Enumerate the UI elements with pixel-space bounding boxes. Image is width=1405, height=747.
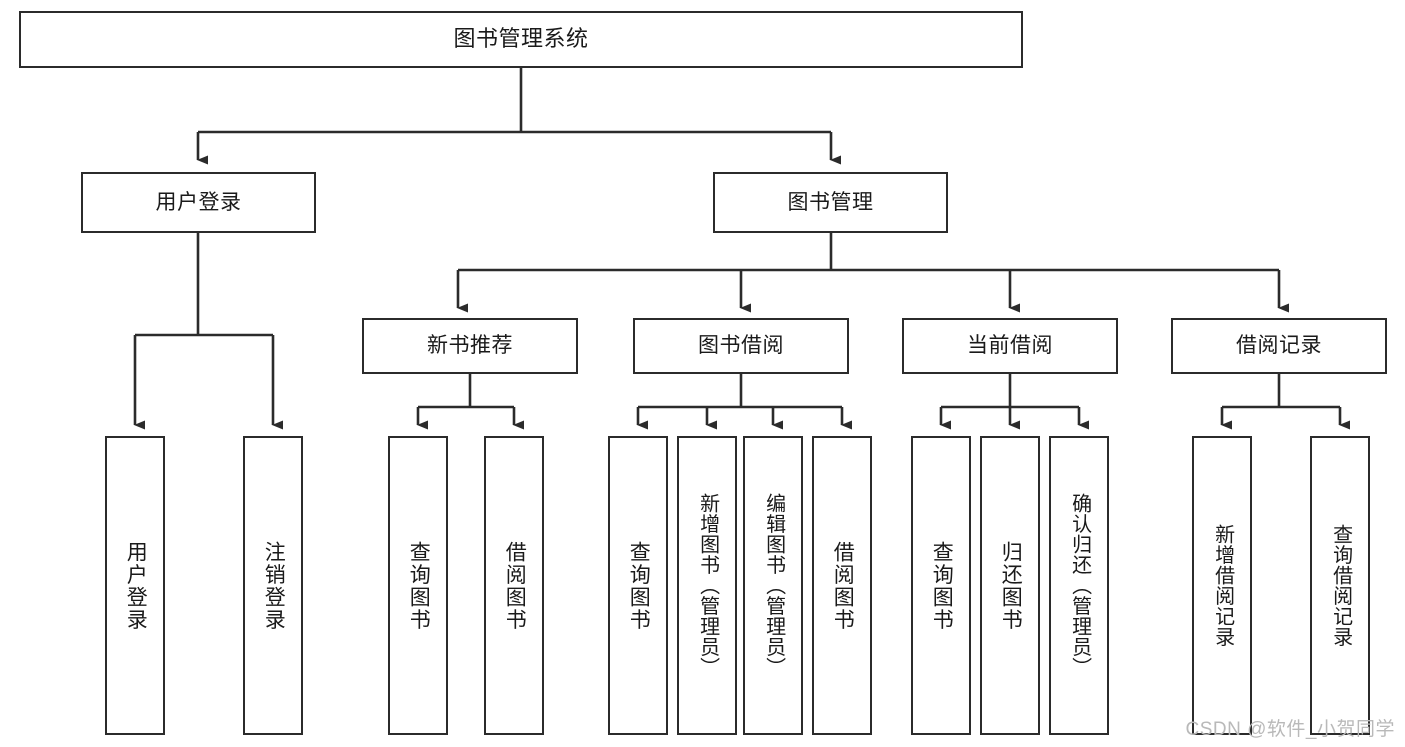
node-leaf-cb-return-book-label: 归还图书 [999, 540, 1023, 631]
node-leaf-cb-return-book[interactable]: 归还图书 [980, 436, 1040, 735]
node-book-manage[interactable]: 图书管理 [713, 172, 948, 233]
node-leaf-bb-edit-book-label: 编辑图书（管理员） [762, 493, 785, 678]
node-leaf-cb-confirm-return[interactable]: 确认归还（管理员） [1049, 436, 1109, 735]
node-leaf-cb-query-book-label: 查询图书 [930, 540, 954, 631]
node-leaf-br-add-record-label: 新增借阅记录 [1211, 524, 1234, 647]
node-leaf-nb-borrow-book-label: 借阅图书 [503, 540, 527, 631]
node-current-borrow[interactable]: 当前借阅 [902, 318, 1118, 374]
node-leaf-bb-borrow-book[interactable]: 借阅图书 [812, 436, 872, 735]
node-leaf-cb-confirm-return-label: 确认归还（管理员） [1068, 493, 1091, 678]
node-book-manage-label: 图书管理 [787, 190, 874, 214]
node-root-system[interactable]: 图书管理系统 [19, 11, 1023, 68]
node-leaf-br-query-record-label: 查询借阅记录 [1329, 524, 1352, 647]
node-leaf-br-query-record[interactable]: 查询借阅记录 [1310, 436, 1370, 735]
node-leaf-logout[interactable]: 注销登录 [243, 436, 303, 735]
node-leaf-user-login[interactable]: 用户登录 [105, 436, 165, 735]
node-leaf-bb-edit-book[interactable]: 编辑图书（管理员） [743, 436, 803, 735]
node-borrow-record-label: 借阅记录 [1236, 334, 1322, 358]
node-leaf-nb-borrow-book[interactable]: 借阅图书 [484, 436, 544, 735]
node-borrow-record[interactable]: 借阅记录 [1171, 318, 1387, 374]
node-leaf-nb-query-book[interactable]: 查询图书 [388, 436, 448, 735]
node-book-borrow-label: 图书借阅 [698, 334, 784, 358]
node-leaf-nb-query-book-label: 查询图书 [407, 540, 431, 631]
node-leaf-user-login-label: 用户登录 [124, 540, 148, 631]
node-leaf-bb-query-book[interactable]: 查询图书 [608, 436, 668, 735]
node-current-borrow-label: 当前借阅 [967, 334, 1053, 358]
node-leaf-bb-query-book-label: 查询图书 [627, 540, 651, 631]
node-new-book-recommend-label: 新书推荐 [427, 334, 513, 358]
node-book-borrow[interactable]: 图书借阅 [633, 318, 849, 374]
node-leaf-logout-label: 注销登录 [262, 540, 286, 631]
node-new-book-recommend[interactable]: 新书推荐 [362, 318, 578, 374]
node-leaf-cb-query-book[interactable]: 查询图书 [911, 436, 971, 735]
node-leaf-bb-add-book[interactable]: 新增图书（管理员） [677, 436, 737, 735]
node-user-login[interactable]: 用户登录 [81, 172, 316, 233]
node-leaf-br-add-record[interactable]: 新增借阅记录 [1192, 436, 1252, 735]
node-leaf-bb-add-book-label: 新增图书（管理员） [696, 493, 719, 678]
node-leaf-bb-borrow-book-label: 借阅图书 [831, 540, 855, 631]
node-user-login-label: 用户登录 [155, 190, 242, 214]
node-root-label: 图书管理系统 [453, 26, 589, 52]
